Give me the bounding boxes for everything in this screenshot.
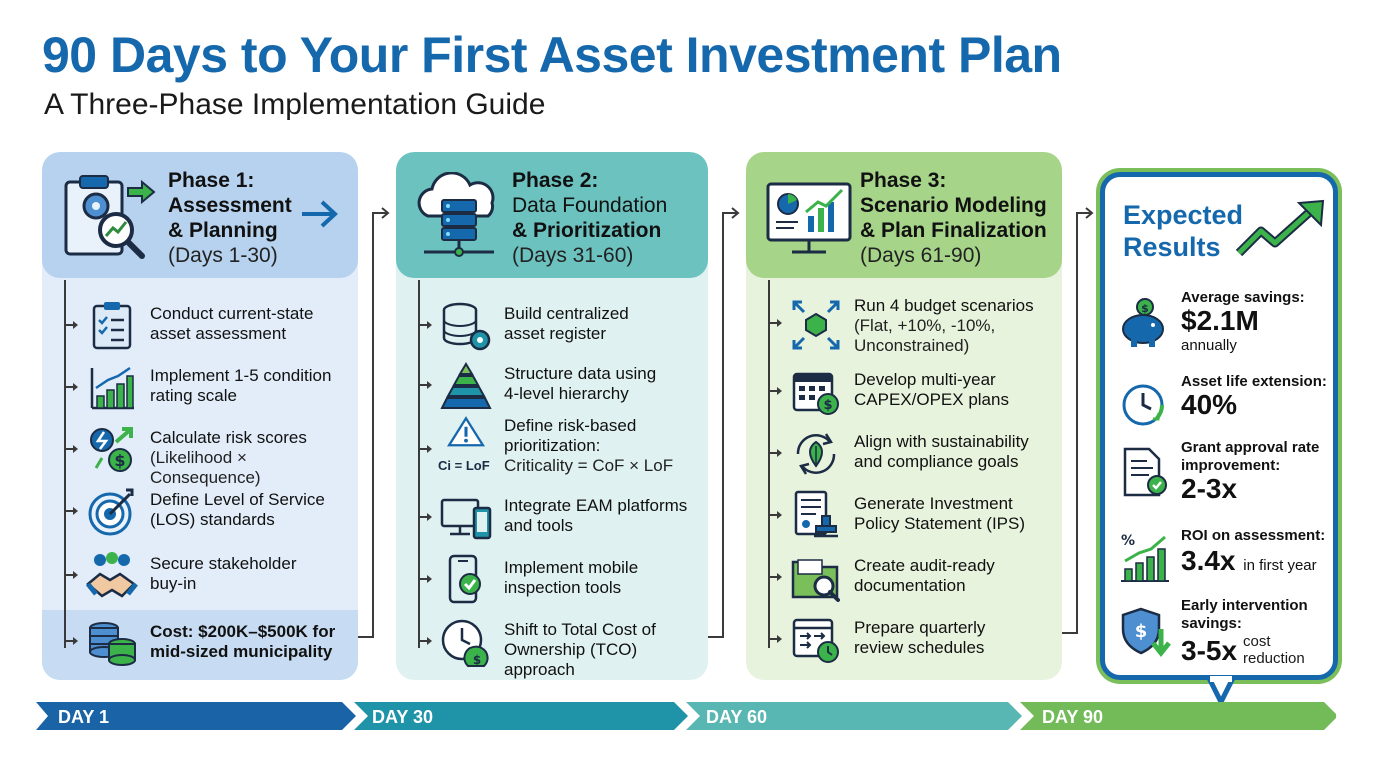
connector-1-2-vertical (372, 212, 374, 638)
scenario-arrows-icon (792, 300, 840, 350)
connector-3-results (1062, 632, 1076, 634)
phase-3-title: Phase 3: Scenario Modeling & Plan Finali… (860, 169, 1047, 267)
connector-arrow-icon (722, 207, 740, 219)
checklist-icon (92, 302, 132, 350)
mobile-check-icon (448, 554, 481, 604)
database-gear-icon (442, 302, 491, 351)
growth-chart-icon: % (1121, 533, 1169, 582)
clock-money-icon: $ (441, 619, 489, 667)
pyramid-icon (440, 362, 492, 409)
piggy-bank-icon: $ (1122, 298, 1164, 347)
connector-arrow-icon (372, 207, 390, 219)
result-asset-life: Asset life extension: 40% (1119, 373, 1327, 429)
leaf-cycle-icon (796, 433, 836, 475)
phase-1-title: Phase 1: Assessment & Planning (Days 1-3… (168, 169, 292, 267)
calendar-clock-icon (792, 618, 839, 663)
svg-text:$: $ (823, 398, 832, 413)
page-subtitle: A Three-Phase Implementation Guide (44, 88, 546, 121)
connector-1-2 (358, 636, 372, 638)
phase-2-header: Phase 2: Data Foundation & Prioritizatio… (396, 152, 708, 278)
timeline-arrows (36, 702, 1336, 730)
connector-arrow-icon (1076, 207, 1094, 219)
timeline-segment (354, 702, 688, 730)
phase-2-rail (418, 280, 420, 648)
bar-chart-icon (90, 366, 134, 410)
calendar-money-icon: $ (792, 372, 839, 415)
page-title: 90 Days to Your First Asset Investment P… (42, 27, 1062, 83)
phase-1-panel: Phase 1: Assessment & Planning (Days 1-3… (42, 152, 358, 680)
target-icon (88, 488, 134, 536)
warning-icon (446, 416, 486, 447)
shield-dollar-icon: $ (1121, 607, 1171, 657)
svg-text:%: % (1121, 533, 1135, 549)
connector-3-results-vertical (1076, 212, 1078, 634)
connector-2-3 (708, 636, 722, 638)
result-roi: % ROI on assessment: 3.4x in first year (1119, 527, 1325, 587)
risk-money-icon: $ (90, 427, 133, 472)
arrow-right-icon (302, 200, 338, 228)
phase-3-panel: Phase 3: Scenario Modeling & Plan Finali… (746, 152, 1062, 680)
warning-icon-caption: Ci = LoF (438, 458, 490, 473)
phase-1-item: Define Level of Service(LOS) standards (64, 484, 352, 540)
devices-icon (440, 498, 492, 540)
phase-1-item: $ Calculate risk scores(Likelihood × Con… (64, 422, 352, 487)
clock-refresh-icon (1122, 384, 1165, 426)
timeline-segment (36, 702, 356, 730)
connector-2-3-vertical (722, 212, 724, 638)
svg-text:$: $ (1135, 621, 1148, 642)
monitor-dashboard-icon (766, 182, 852, 254)
timeline-day-1: DAY 1 (58, 707, 110, 727)
timeline-segment (1020, 702, 1336, 730)
timeline-day-60: DAY 60 (706, 707, 768, 727)
phase-1-rail (64, 280, 66, 648)
svg-text:$: $ (473, 653, 481, 667)
trend-arrow-icon (1235, 199, 1325, 257)
results-pointer-icon (1206, 676, 1236, 705)
timeline-day-30: DAY 30 (372, 707, 434, 727)
folder-search-icon (791, 559, 840, 602)
handshake-icon (86, 552, 138, 598)
phase-3-rail (768, 280, 770, 648)
phase-2-panel: Phase 2: Data Foundation & Prioritizatio… (396, 152, 708, 680)
phase-3-item: Run 4 budget scenarios(Flat, +10%, -10%,… (768, 292, 1056, 358)
cloud-server-icon (417, 172, 495, 257)
clipboard-magnifier-icon (64, 175, 156, 259)
timeline-day-90: DAY 90 (1042, 707, 1104, 727)
phase-2-title: Phase 2: Data Foundation & Prioritizatio… (512, 169, 668, 267)
result-average-savings: $ Average savings: $2.1M annually (1119, 289, 1323, 354)
document-check-icon (1123, 447, 1167, 497)
timeline-segment (686, 702, 1022, 730)
svg-text:$: $ (1141, 302, 1149, 315)
phase-1-header: Phase 1: Assessment & Planning (Days 1-3… (42, 152, 358, 278)
timeline-bar: DAY 1 DAY 30 DAY 60 DAY 90 (36, 702, 1336, 730)
svg-text:$: $ (114, 451, 125, 470)
document-stamp-icon (794, 490, 838, 538)
coins-icon (89, 622, 136, 666)
phase-3-header: Phase 3: Scenario Modeling & Plan Finali… (746, 152, 1062, 278)
